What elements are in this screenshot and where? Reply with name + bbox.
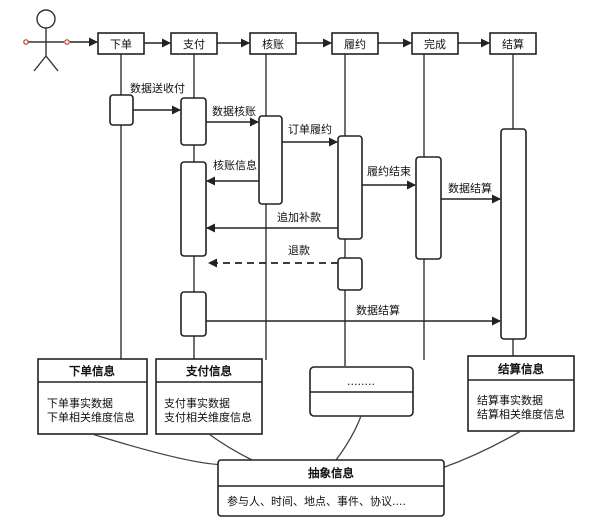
connector-settlement [441,430,522,469]
svg-text:支付信息: 支付信息 [185,364,232,378]
activation-fulfill-2 [337,257,363,291]
svg-text:核账: 核账 [262,37,284,51]
stage-complete: 完成 [411,32,459,55]
svg-text:抽象信息: 抽象信息 [308,466,354,480]
svg-text:结算事实数据: 结算事实数据 [477,393,543,407]
message-label-4: 核账信息 [213,158,257,172]
activation-fulfill-1 [337,135,363,240]
actor-icon [23,9,70,72]
info-box-order: 下单信息 下单事实数据 下单相关维度信息 [37,358,148,435]
message-label-2: 数据核账 [212,104,256,118]
stage-fulfill: 履约 [331,32,379,55]
message-label-8: 退款 [288,243,310,257]
message-label-5: 履约结束 [367,165,411,178]
connector-payment [208,433,253,461]
stage-order: 下单 [97,32,145,55]
activation-order [109,94,134,126]
connector-ellipsis [335,415,362,461]
activation-complete [415,156,442,260]
svg-text:完成: 完成 [424,37,446,51]
svg-text:下单信息: 下单信息 [69,364,115,378]
svg-text:下单相关维度信息: 下单相关维度信息 [47,410,135,424]
svg-text:支付相关维度信息: 支付相关维度信息 [164,410,252,424]
stage-payment: 支付 [170,32,218,55]
message-label-9: 数据结算 [356,303,400,317]
activation-payment-3 [180,291,207,337]
activation-settle [500,128,527,340]
message-label-3: 订单履约 [288,123,332,136]
svg-text:结算信息: 结算信息 [497,362,544,376]
message-label-1: 数据送收付 [130,81,185,95]
svg-text:支付: 支付 [183,38,205,51]
svg-text:........: ........ [347,375,375,388]
activation-payment-1 [180,97,207,146]
svg-text:结算相关维度信息: 结算相关维度信息 [477,407,565,421]
info-box-payment: 支付信息 支付事实数据 支付相关维度信息 [155,358,263,435]
svg-text:履约: 履约 [344,38,366,51]
svg-text:下单事实数据: 下单事实数据 [47,396,113,410]
stage-reconcile: 核账 [249,32,297,55]
info-box-settlement: 结算信息 结算事实数据 结算相关维度信息 [467,355,575,432]
activation-reconcile [258,115,283,205]
stage-settle: 结算 [489,32,537,55]
message-label-7: 追加补款 [277,210,321,224]
svg-text:结算: 结算 [502,37,524,51]
info-box-ellipsis: ........ [309,366,414,417]
abstract-info-box: 抽象信息 参与人、时间、地点、事件、协议.... [217,459,445,517]
connector-order [91,433,232,466]
svg-text:下单: 下单 [110,38,132,51]
message-label-6: 数据结算 [448,181,492,195]
activation-payment-2 [180,161,207,257]
svg-text:参与人、时间、地点、事件、协议....: 参与人、时间、地点、事件、协议.... [227,494,406,508]
svg-text:支付事实数据: 支付事实数据 [164,396,230,410]
